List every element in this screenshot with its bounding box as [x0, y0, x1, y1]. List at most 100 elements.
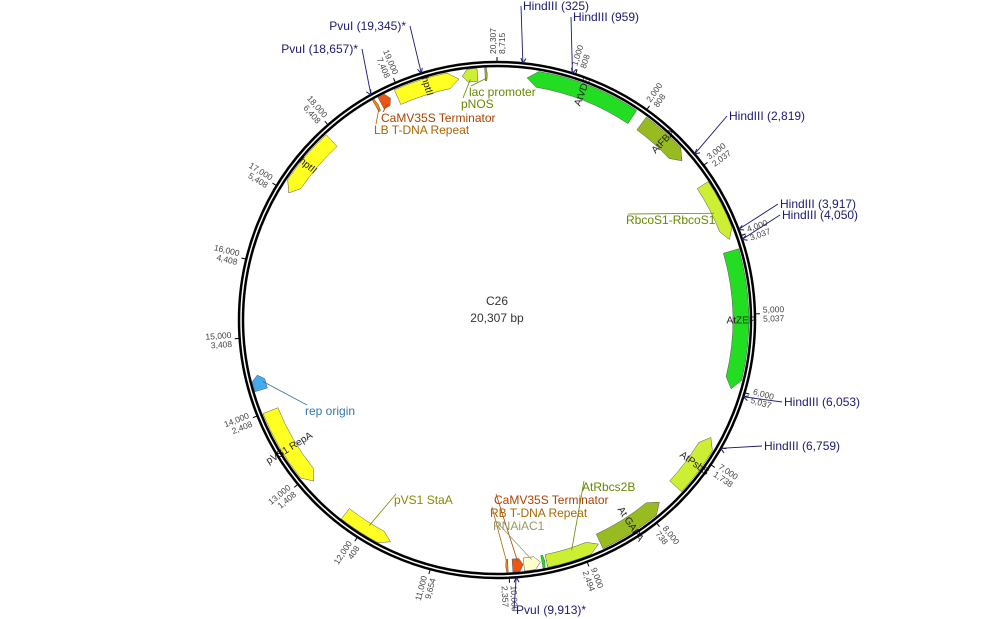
feature-rnaiac1: [522, 556, 541, 572]
site-label-pvui-19-345[interactable]: PvuI (19,345)*: [329, 19, 406, 33]
site-label-pvui-9-913[interactable]: PvuI (9,913)*: [516, 603, 586, 617]
feature-lb-t-dna-repeat: [372, 99, 381, 112]
site-label-hindiii-6-759[interactable]: HindIII (6,759): [764, 439, 840, 453]
feature-hptii: [287, 134, 338, 194]
site-label-hindiii-2-819[interactable]: HindIII (2,819): [729, 109, 805, 123]
feature-callout-pvs1-staa: pVS1 StaA: [394, 493, 453, 507]
feature-atvde: [526, 71, 638, 124]
site-leader-line: [743, 396, 783, 403]
tick-label-outer: 5,000: [763, 304, 785, 315]
feature-leader-line: [262, 381, 308, 406]
site-label-hindiii-325[interactable]: HindIII (325): [523, 0, 589, 13]
feature-atfba: [636, 116, 683, 162]
site-arrow-icon: [417, 67, 423, 74]
tick-label-inner: 808: [578, 53, 592, 70]
tick-mark: [354, 536, 358, 542]
feature-rep-origin: [251, 374, 268, 392]
feature-leader-line: [375, 108, 380, 125]
tick-label-outer: 20,307: [488, 28, 498, 54]
tick-label-inner: 2,357: [500, 586, 511, 608]
site-leader-line: [694, 115, 728, 155]
site-leader-line: [741, 214, 781, 240]
feature-hptii: [393, 72, 460, 105]
feature-callout-pnos: pNOS: [461, 97, 494, 111]
tick-mark: [740, 233, 746, 237]
sites-layer: HindIII (325)HindIII (959) HindIII (2,819…: [281, 0, 860, 617]
tick-mark: [393, 78, 396, 84]
feature-rbcos1-rbcos1: [696, 181, 733, 241]
tick-label-inner: 4,408: [215, 252, 238, 267]
site-leader-line: [520, 5, 524, 64]
feature-camv35s-terminator: [540, 554, 546, 569]
feature-callout-lb-t-dna-repeat: LB T-DNA Repeat: [374, 123, 470, 137]
tick-mark: [656, 522, 660, 528]
site-label-hindiii-6-053[interactable]: HindIII (6,053): [784, 395, 860, 409]
feature-label-atzep: AtZEP: [727, 315, 756, 326]
tick-mark: [272, 182, 277, 187]
feature-leader-line: [462, 79, 471, 99]
site-leader-line: [738, 203, 779, 230]
site-arrow-icon: [520, 57, 527, 64]
feature-leader-line: [470, 77, 487, 87]
tick-mark: [710, 464, 716, 468]
site-arrow-icon: [694, 148, 701, 155]
site-label-pvui-18-657[interactable]: PvuI (18,657)*: [281, 42, 358, 56]
feature-callout-camv35s-terminator: CaMV35S Terminator: [381, 111, 496, 125]
site-leader-line: [409, 25, 422, 74]
tick-label-inner: 5,037: [763, 313, 785, 324]
feature-leader-line: [494, 519, 532, 560]
feature-leader-line: [627, 212, 715, 215]
site-label-hindiii-4-050[interactable]: HindIII (4,050): [782, 208, 858, 222]
feature-leader-line: [368, 493, 397, 526]
tick-mark: [293, 483, 299, 488]
site-arrow-icon: [741, 235, 748, 241]
feature-pvs1-staa: [341, 508, 391, 543]
feature-pvs1-repa: [262, 407, 314, 482]
feature-callout-atrbcs2b: AtRbcs2B: [582, 480, 635, 494]
feature-lac-promoter: [484, 67, 488, 82]
tick-mark: [324, 120, 329, 126]
feature-callout-rbcos1-rbcos1: RbcoS1-RbcoS1: [626, 213, 716, 227]
feature-rb-t-dna-repeat: [505, 559, 509, 573]
tick-label-inner: 8,715: [497, 32, 507, 54]
plasmid-length: 20,307 bp: [470, 311, 524, 325]
site-leader-line: [570, 16, 573, 74]
site-label-hindiii-3-917[interactable]: HindIII (3,917): [780, 197, 856, 211]
site-leader-line: [720, 445, 763, 449]
feature-callout-rep-origin: rep origin: [305, 404, 355, 418]
feature-atzep: [723, 248, 750, 390]
site-arrow-icon: [513, 577, 520, 583]
feature-callout-rnaiac1: RNAiAC1: [493, 519, 545, 533]
tick-mark: [252, 415, 258, 419]
feature-leader-line: [491, 506, 508, 562]
feature-callout-rb-t-dna-repeat: RB T-DNA Repeat: [490, 506, 588, 520]
feature-atpsbs: [669, 437, 713, 493]
site-label-hindiii-959[interactable]: HindIII (959): [573, 10, 639, 24]
tick-mark: [575, 69, 578, 75]
tick-mark: [428, 569, 431, 575]
site-leader-line: [361, 48, 372, 95]
tick-mark: [703, 161, 708, 166]
feature-callout-camv35s-terminator: CaMV35S Terminator: [494, 493, 609, 507]
feature-camv35s-terminator: [377, 93, 391, 110]
tick-label-outer: 15,000: [205, 330, 232, 342]
site-arrow-icon: [720, 447, 727, 454]
